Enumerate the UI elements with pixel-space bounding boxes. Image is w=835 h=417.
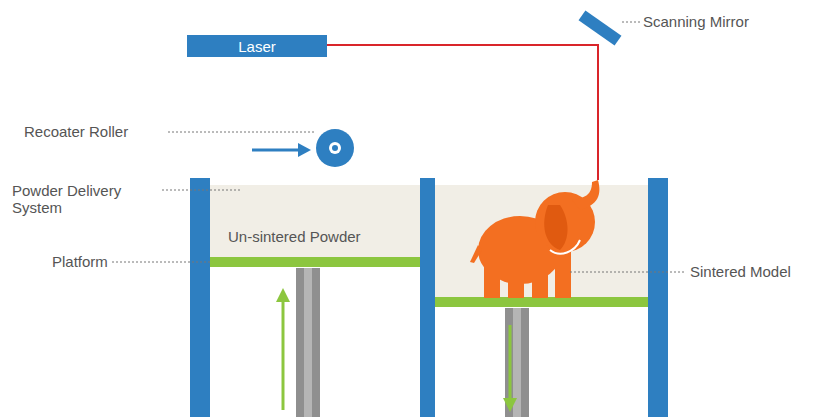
node-label: Laser bbox=[238, 38, 276, 55]
arrow-head bbox=[298, 143, 311, 157]
chamber-wall bbox=[190, 178, 210, 417]
leader-line bbox=[622, 22, 640, 23]
piston bbox=[296, 268, 320, 417]
piston-shade bbox=[304, 268, 312, 417]
leader-line bbox=[162, 190, 240, 191]
elephant-ear bbox=[544, 205, 567, 250]
elephant-harness bbox=[550, 240, 580, 254]
down-arrow bbox=[509, 325, 512, 400]
part-label: Powder Delivery System bbox=[12, 182, 162, 216]
part-label: Recoater Roller bbox=[24, 123, 128, 140]
leader-line bbox=[570, 272, 686, 273]
powder-bed bbox=[435, 185, 648, 300]
arrow-head bbox=[503, 398, 517, 412]
chamber-wall bbox=[420, 178, 435, 417]
powder-bed bbox=[210, 185, 420, 260]
leader-line bbox=[168, 132, 314, 133]
chamber-wall bbox=[648, 178, 668, 417]
part-label: Un-sintered Powder bbox=[228, 228, 361, 245]
roller-arrow bbox=[252, 149, 300, 152]
arrow-head bbox=[276, 288, 290, 302]
roller-hole bbox=[329, 142, 341, 154]
up-arrow bbox=[282, 300, 285, 410]
elephant-model bbox=[470, 180, 599, 298]
part-label: Platform bbox=[52, 253, 108, 270]
scanning-mirror bbox=[579, 10, 622, 45]
leader-line bbox=[112, 262, 210, 263]
part-label: Sintered Model bbox=[690, 263, 791, 280]
platform bbox=[435, 297, 648, 307]
platform bbox=[210, 257, 420, 267]
laser-beam bbox=[327, 45, 598, 180]
recoater-roller bbox=[316, 129, 354, 167]
part-label: Scanning Mirror bbox=[643, 13, 749, 30]
roller-axle bbox=[332, 145, 338, 151]
laser-source: Laser bbox=[187, 35, 327, 57]
